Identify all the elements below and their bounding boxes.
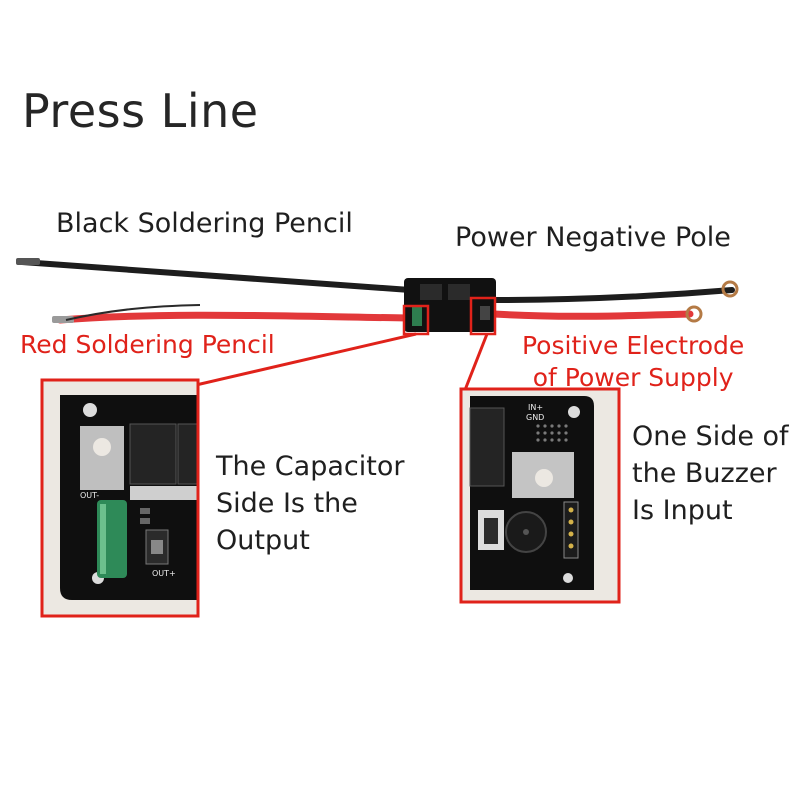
board-mark-in-plus: IN+ [528, 403, 543, 412]
pcb-capacitor-small [412, 306, 422, 326]
pcb-mosfet-2 [448, 284, 470, 300]
leader-line-output [195, 332, 417, 387]
board-mark-out-plus: OUT+ [152, 569, 176, 578]
callout-capacitor-output: The Capacitor Side Is the Output [216, 451, 405, 556]
black-pencil-tip [16, 258, 40, 265]
highlight-box-input [469, 296, 497, 336]
red-wire-left [56, 311, 412, 324]
black-wire-left [19, 259, 413, 293]
label-positive-electrode-line1: Positive Electrode [522, 331, 745, 360]
pcb-button-small [480, 306, 490, 320]
board-mark-out-minus: OUT- [80, 491, 99, 500]
zoom-panel-input: IN+ GND [459, 387, 621, 604]
negative-ring-terminal [721, 280, 739, 298]
black-wire-right [489, 287, 735, 303]
page-title: Press Line [22, 84, 259, 138]
pcb-mosfet-1 [420, 284, 442, 300]
thin-black-wire [65, 304, 201, 321]
board-mark-gnd: GND [526, 413, 544, 422]
label-power-negative-pole: Power Negative Pole [455, 222, 731, 253]
positive-ring-terminal [685, 305, 703, 323]
label-black-soldering-pencil: Black Soldering Pencil [56, 208, 353, 239]
label-positive-electrode: Positive Electrode of Power Supply [522, 330, 744, 394]
leader-line-input [463, 333, 489, 391]
red-wire-right [490, 310, 694, 320]
red-pencil-tip [52, 316, 74, 323]
zoom-panel-output: OUT- OUT+ [40, 378, 200, 618]
label-positive-electrode-line2: of Power Supply [532, 363, 734, 392]
callout-buzzer-input: One Side of the Buzzer Is Input [632, 421, 789, 526]
label-red-soldering-pencil: Red Soldering Pencil [20, 330, 275, 359]
